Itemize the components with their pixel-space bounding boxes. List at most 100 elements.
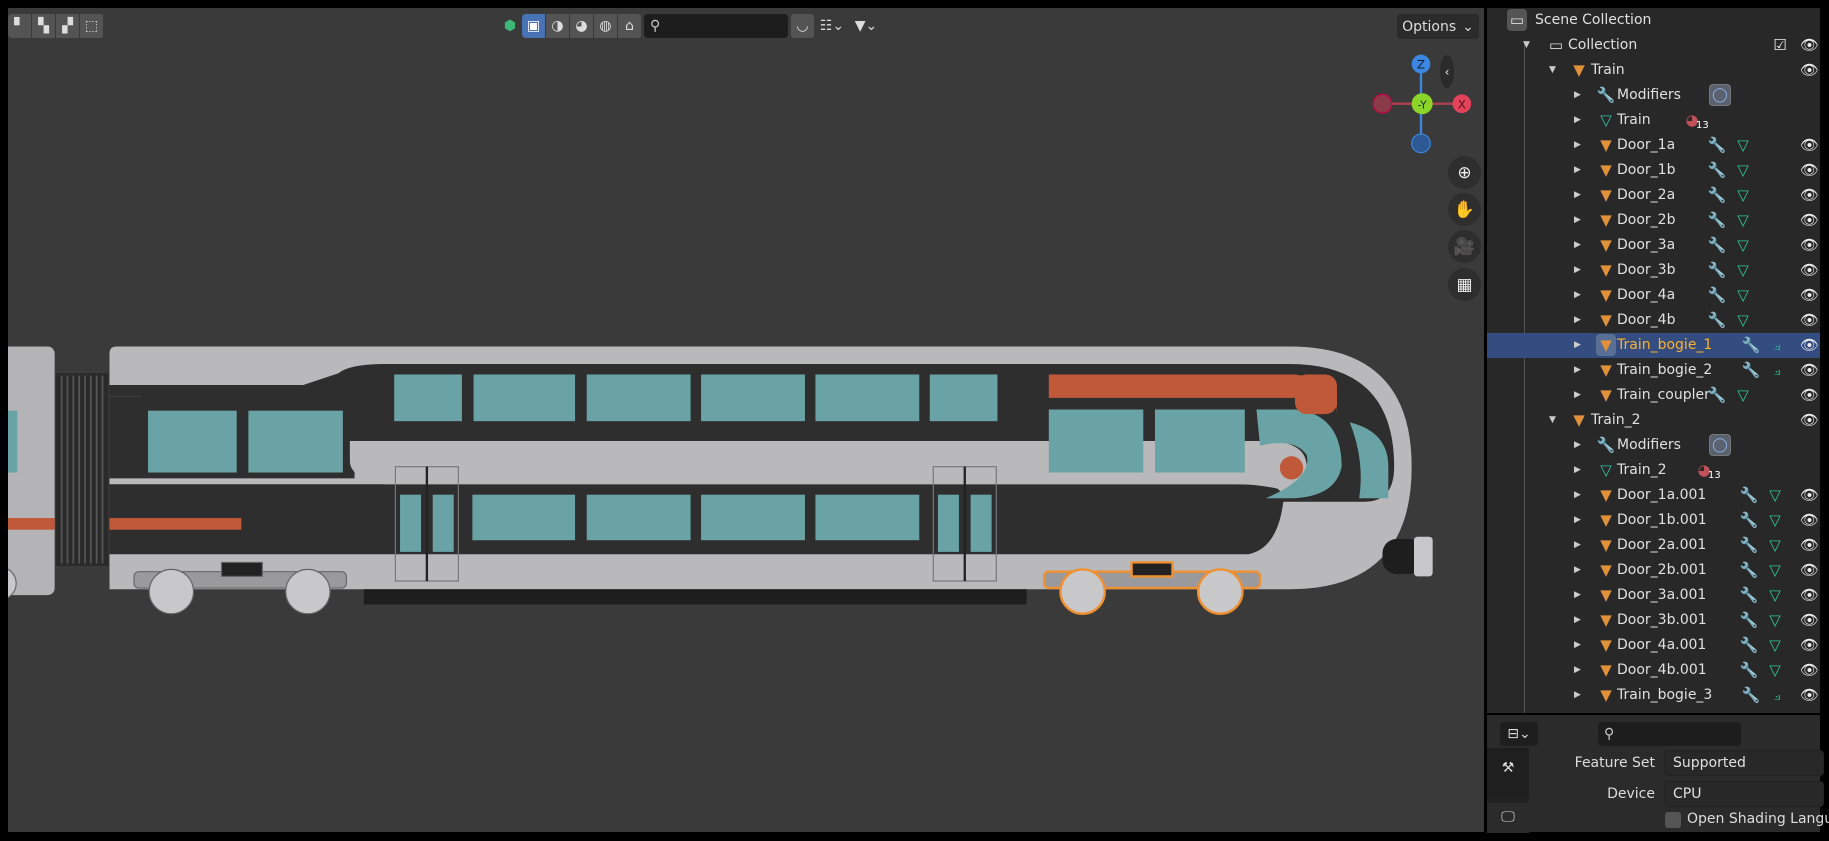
eye-icon[interactable]: 👁 xyxy=(1800,536,1820,554)
gizmo-neg-x[interactable] xyxy=(1372,93,1393,114)
outliner-row[interactable]: ▶▼Door_1b🔧▽👁 xyxy=(1487,158,1820,183)
expand-arrow-icon[interactable]: ▶ xyxy=(1574,490,1581,500)
expand-arrow-icon[interactable]: ▶ xyxy=(1574,340,1581,350)
select-intersect-icon[interactable]: ⬚ xyxy=(80,14,104,38)
filter-dropdown[interactable]: ▼⌄ xyxy=(854,18,878,34)
outliner-row[interactable]: ▶▼Door_4a.001🔧▽👁 xyxy=(1487,633,1820,658)
mesh-icon[interactable]: ▽ xyxy=(1737,386,1749,404)
outliner-row[interactable]: ▼▼Train👁 xyxy=(1487,58,1820,83)
bone-icon[interactable]: ⟓ xyxy=(1773,361,1781,379)
select-new-icon[interactable]: ▘ xyxy=(8,14,32,38)
wrench-icon[interactable]: 🔧 xyxy=(1739,611,1759,629)
expand-arrow-icon[interactable]: ▶ xyxy=(1574,315,1581,325)
viewport-search[interactable]: ⚲ xyxy=(644,14,788,38)
outliner-row[interactable]: ▶▼Door_1a🔧▽👁 xyxy=(1487,133,1820,158)
eye-icon[interactable]: 👁 xyxy=(1800,661,1820,679)
mesh-icon[interactable]: ▽ xyxy=(1769,611,1781,629)
collapse-arrow-icon[interactable]: ▼ xyxy=(1549,65,1556,75)
train-model[interactable]: Z X -Y xyxy=(8,8,1484,832)
wrench-icon[interactable]: 🔧 xyxy=(1707,211,1727,229)
collapse-arrow-icon[interactable]: ▼ xyxy=(1549,415,1556,425)
display-mode-dropdown[interactable]: ☷⌄ xyxy=(819,18,845,34)
mesh-icon[interactable]: ▽ xyxy=(1769,561,1781,579)
properties-search[interactable]: ⚲ xyxy=(1598,722,1741,746)
render-tab-icon[interactable]: 🖵 xyxy=(1487,803,1529,833)
eye-icon[interactable]: 👁 xyxy=(1800,361,1820,379)
outliner-row[interactable]: ▶▽Train_2◕13 xyxy=(1487,458,1820,483)
eye-icon[interactable]: 👁 xyxy=(1800,486,1820,504)
expand-arrow-icon[interactable]: ▶ xyxy=(1574,565,1581,575)
eye-icon[interactable]: 👁 xyxy=(1800,386,1820,404)
wrench-icon[interactable]: 🔧 xyxy=(1707,386,1727,404)
eye-icon[interactable]: 👁 xyxy=(1800,261,1820,279)
expand-arrow-icon[interactable]: ▶ xyxy=(1574,640,1581,650)
outliner-row[interactable]: ▶▼Train_bogie_3🔧⟓👁 xyxy=(1487,683,1820,708)
expand-arrow-icon[interactable]: ▶ xyxy=(1574,240,1581,250)
expand-arrow-icon[interactable]: ▶ xyxy=(1574,115,1581,125)
material-icon[interactable]: ◕ xyxy=(1685,111,1699,129)
eye-icon[interactable]: 👁 xyxy=(1800,211,1820,229)
eye-icon[interactable]: 👁 xyxy=(1800,136,1820,154)
expand-arrow-icon[interactable]: ▶ xyxy=(1574,590,1581,600)
expand-arrow-icon[interactable]: ▶ xyxy=(1574,440,1581,450)
wrench-icon[interactable]: 🔧 xyxy=(1707,161,1727,179)
object-mode-icon[interactable]: ▣ xyxy=(522,14,546,38)
expand-arrow-icon[interactable]: ▶ xyxy=(1574,615,1581,625)
gizmo-neg-z[interactable] xyxy=(1411,133,1431,154)
wrench-icon[interactable]: 🔧 xyxy=(1739,636,1759,654)
outliner-row[interactable]: ▶🔧Modifiers◯ xyxy=(1487,83,1820,108)
mesh-icon[interactable]: ▽ xyxy=(1769,511,1781,529)
wrench-icon[interactable]: 🔧 xyxy=(1739,536,1759,554)
mesh-icon[interactable]: ▽ xyxy=(1737,311,1749,329)
expand-arrow-icon[interactable]: ▶ xyxy=(1574,690,1581,700)
wrench-icon[interactable]: 🔧 xyxy=(1707,261,1727,279)
mesh-icon[interactable]: ▽ xyxy=(1769,661,1781,679)
outliner-row[interactable]: ▶▼Door_2a.001🔧▽👁 xyxy=(1487,533,1820,558)
camera-icon[interactable]: 🎥 xyxy=(1448,230,1481,263)
wrench-icon[interactable]: 🔧 xyxy=(1739,511,1759,529)
expand-arrow-icon[interactable]: ▶ xyxy=(1574,515,1581,525)
outliner-row[interactable]: ▶▼Train_bogie_1🔧⟓👁 xyxy=(1487,333,1820,358)
wrench-icon[interactable]: 🔧 xyxy=(1739,486,1759,504)
mesh-icon[interactable]: ▽ xyxy=(1737,161,1749,179)
mesh-icon[interactable]: ▽ xyxy=(1737,186,1749,204)
eye-icon[interactable]: 👁 xyxy=(1800,36,1820,54)
wrench-icon[interactable]: 🔧 xyxy=(1707,186,1727,204)
wrench-icon[interactable]: 🔧 xyxy=(1741,336,1761,354)
wrench-icon[interactable]: 🔧 xyxy=(1707,136,1727,154)
eye-icon[interactable]: 👁 xyxy=(1800,236,1820,254)
editor-type-dropdown[interactable]: ⊟⌄ xyxy=(1500,722,1538,746)
feature-set-dropdown[interactable]: Supported xyxy=(1664,750,1824,776)
expand-arrow-icon[interactable]: ▶ xyxy=(1574,290,1581,300)
scene-collection-row[interactable]: ▭ Scene Collection xyxy=(1487,8,1820,33)
expand-arrow-icon[interactable]: ▶ xyxy=(1574,465,1581,475)
gizmo-x[interactable] xyxy=(1452,94,1472,114)
brush-icon[interactable]: ⌂ xyxy=(618,14,642,38)
bone-icon[interactable]: ⟓ xyxy=(1773,336,1781,354)
solid-shading-icon[interactable]: ◑ xyxy=(546,14,570,38)
outliner-row[interactable]: ▶▽Train◕13 xyxy=(1487,108,1820,133)
select-extend-icon[interactable]: ▚ xyxy=(32,14,56,38)
gizmo-z[interactable] xyxy=(1411,54,1431,74)
tool-tab-icon[interactable]: ⚒ xyxy=(1487,748,1529,798)
outliner-row[interactable]: ▶▼Door_4b🔧▽👁 xyxy=(1487,308,1820,333)
wrench-icon[interactable]: 🔧 xyxy=(1707,286,1727,304)
wrench-icon[interactable]: 🔧 xyxy=(1739,586,1759,604)
hand-pan-icon[interactable]: ✋ xyxy=(1448,193,1481,226)
eye-icon[interactable]: 👁 xyxy=(1800,411,1820,429)
outliner-row[interactable]: ▶▼Door_3b.001🔧▽👁 xyxy=(1487,608,1820,633)
eye-icon[interactable]: 👁 xyxy=(1800,686,1820,704)
expand-arrow-icon[interactable]: ▶ xyxy=(1574,390,1581,400)
eye-icon[interactable]: 👁 xyxy=(1800,61,1820,79)
world-icon[interactable]: ◍ xyxy=(594,14,618,38)
zoom-icon[interactable]: ⊕ xyxy=(1448,156,1481,189)
sidebar-toggle-icon[interactable]: ‹ xyxy=(1440,55,1454,88)
outliner-row[interactable]: ▶▼Door_3a.001🔧▽👁 xyxy=(1487,583,1820,608)
material-icon[interactable]: ◕ xyxy=(1697,461,1711,479)
wrench-icon[interactable]: 🔧 xyxy=(1707,311,1727,329)
eye-icon[interactable]: 👁 xyxy=(1800,186,1820,204)
eye-icon[interactable]: 👁 xyxy=(1800,611,1820,629)
outliner[interactable]: ▭ Scene Collection ▼▭Collection☑👁▼▼Train… xyxy=(1487,8,1820,713)
outliner-row[interactable]: ▶▼Door_4b.001🔧▽👁 xyxy=(1487,658,1820,683)
expand-arrow-icon[interactable]: ▶ xyxy=(1574,365,1581,375)
